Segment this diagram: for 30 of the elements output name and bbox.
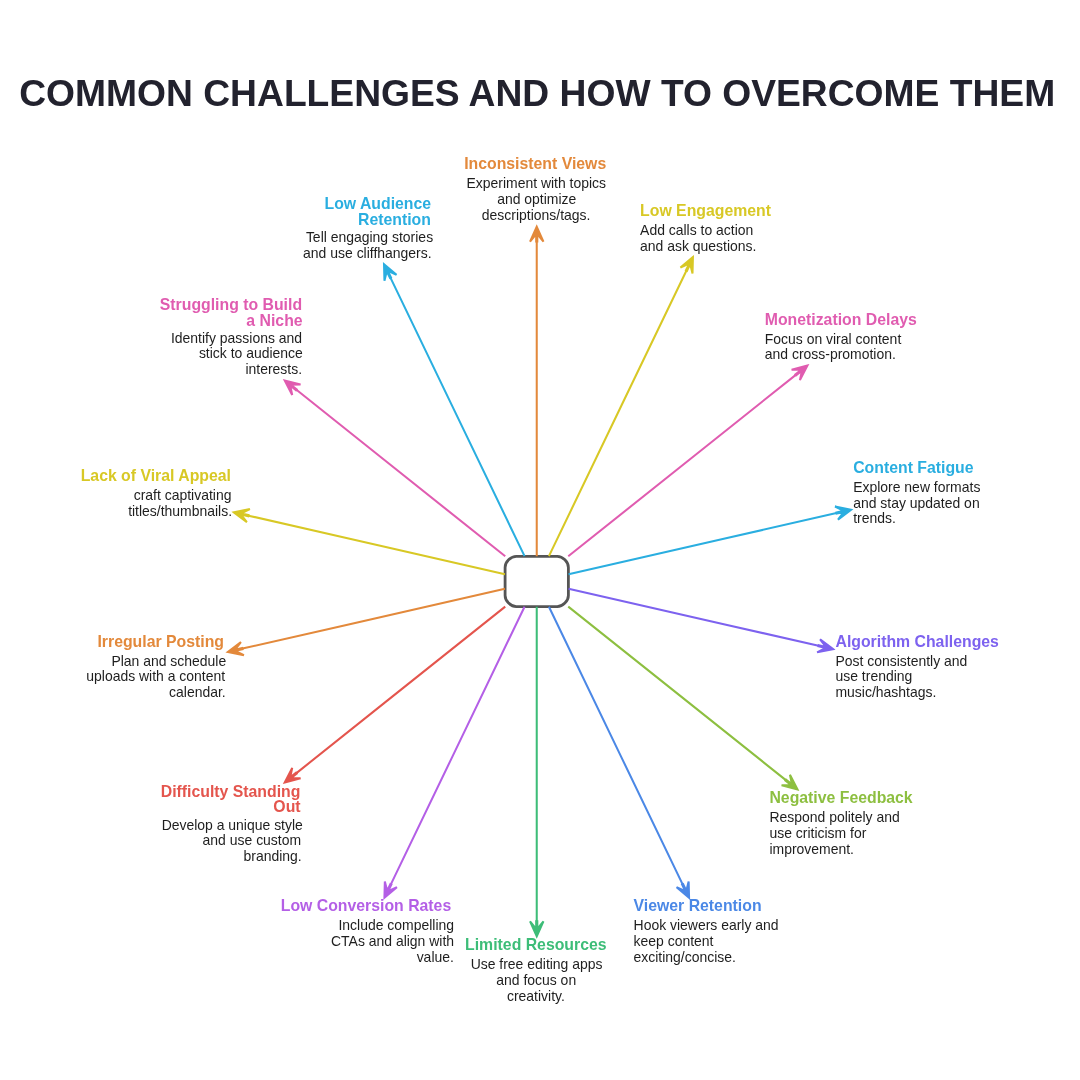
arrow xyxy=(283,605,506,783)
node-text: Viewer Retention Hook viewers early and keep content exciting/concise. xyxy=(633,896,779,965)
arrow xyxy=(567,364,809,557)
node-box xyxy=(503,554,570,608)
diagram-title: COMMON CHALLENGES AND HOW TO OVERCOME THEM xyxy=(19,71,1056,114)
arrow xyxy=(283,378,506,557)
arrow xyxy=(383,605,526,899)
node-text: Limited Resources Use free editing apps and focus on creativity. xyxy=(465,935,607,1004)
node-text: Inconsistent Views Experiment with topics and optimize descriptions/tags. xyxy=(464,154,607,223)
node-text: Algorithm Challenges Post consistently and use trending music/hashtags. xyxy=(835,632,999,700)
arrow xyxy=(568,587,835,653)
arrow xyxy=(529,225,545,556)
arrow xyxy=(568,504,853,575)
node-text: Content Fatigue Explore new formats and stay updated on trends. xyxy=(853,458,981,526)
arrow xyxy=(232,507,506,575)
node-text: Struggling to Build a Niche Identify passions and stick to audience interests. xyxy=(159,295,303,377)
arrow xyxy=(383,262,526,557)
arrow xyxy=(226,587,506,656)
node-text: Lack of Viral Appeal craft captivating titles/thumbnails. xyxy=(80,466,233,519)
node-text: Low Engagement Add calls to action and ask questions. xyxy=(640,201,771,254)
arrow xyxy=(548,605,691,899)
node-text: Low Audience Retention Tell engaging stories and use cliffhangers. xyxy=(303,194,434,261)
node-text: Difficulty Standing Out Develop a unique style and use custom branding. xyxy=(160,782,303,864)
arrow xyxy=(567,605,799,790)
node-text: Low Conversion Rates Include compelling CTAs and align with value. xyxy=(280,896,455,965)
node-text: Negative Feedback Respond politely and use criticism for improvement. xyxy=(769,788,913,857)
arrow xyxy=(529,606,545,937)
node-text: Monetization Delays Focus on viral content and cross-promotion. xyxy=(764,310,917,362)
node-text: Irregular Posting Plan and schedule uploads with a content calendar. xyxy=(86,632,227,700)
arrow xyxy=(548,255,694,557)
